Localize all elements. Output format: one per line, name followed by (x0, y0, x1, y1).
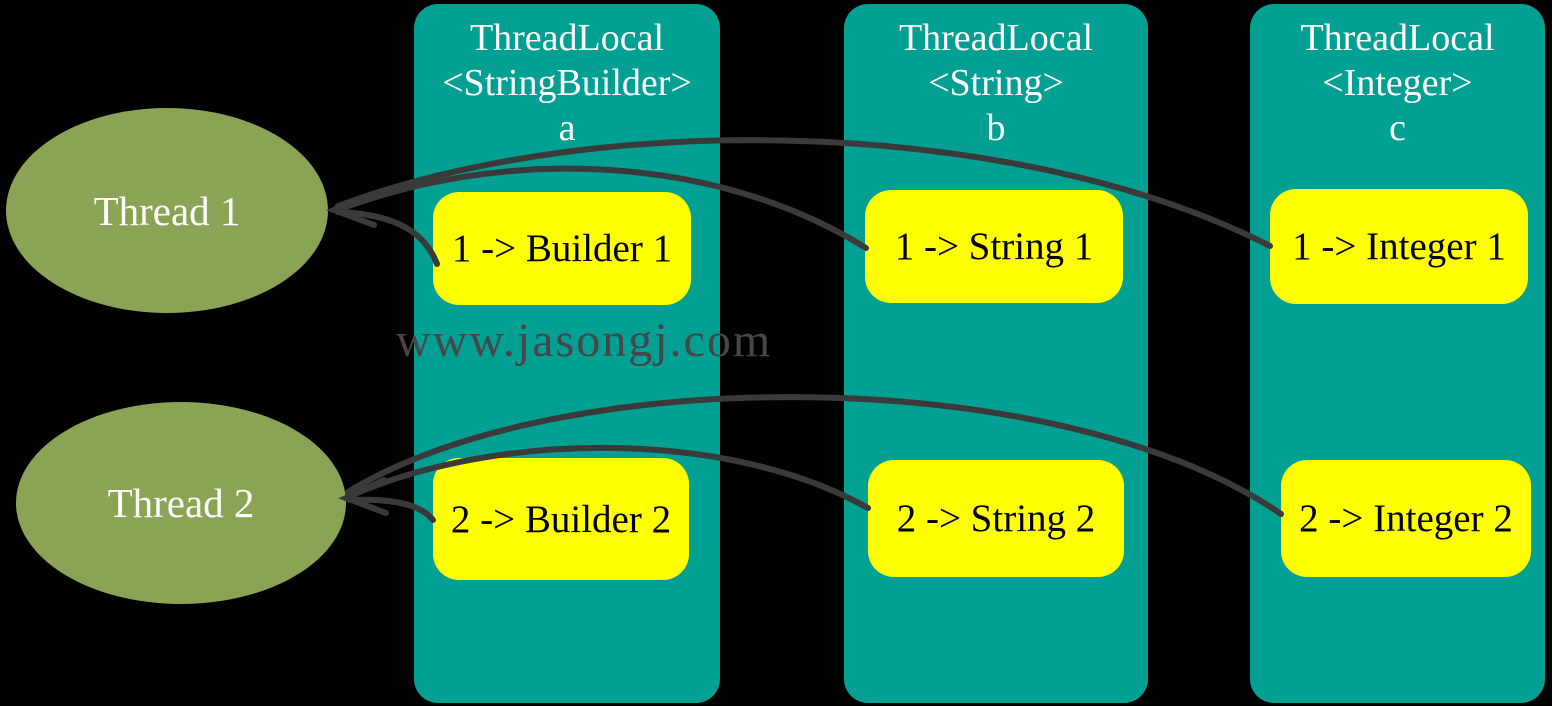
entry-string-1-label: 1 -> String 1 (894, 225, 1094, 268)
entry-string-2-label: 2 -> String 2 (896, 497, 1096, 540)
column-a-title: ThreadLocal <StringBuilder> a (414, 16, 720, 151)
threadlocal-column-a: ThreadLocal <StringBuilder> a (414, 4, 720, 703)
entry-box-builder-2: 2 -> Builder 2 (433, 458, 689, 580)
threadlocal-column-b: ThreadLocal <String> b (844, 4, 1148, 703)
entry-integer-2-label: 2 -> Integer 2 (1299, 497, 1513, 540)
thread-1-label: Thread 1 (93, 187, 241, 234)
entry-box-string-2: 2 -> String 2 (868, 460, 1124, 577)
column-c-title-line2: <Integer> (1322, 62, 1473, 104)
column-b-title-line1: ThreadLocal (898, 17, 1094, 59)
entry-builder-2-label: 2 -> Builder 2 (450, 497, 672, 541)
thread-2-label: Thread 2 (107, 480, 255, 526)
column-b-title-line3: b (986, 107, 1006, 149)
entry-box-integer-2: 2 -> Integer 2 (1281, 460, 1531, 577)
thread-2-ellipse: Thread 2 (16, 402, 346, 604)
column-a-title-line2: <StringBuilder> (442, 62, 692, 104)
watermark-text: www.jasongj.com (396, 314, 773, 367)
column-a-title-line1: ThreadLocal (469, 17, 665, 59)
threadlocal-column-c: ThreadLocal <Integer> c (1250, 4, 1545, 703)
entry-box-string-1: 1 -> String 1 (865, 190, 1123, 303)
entry-integer-1-label: 1 -> Integer 1 (1292, 225, 1506, 268)
entry-box-integer-1: 1 -> Integer 1 (1270, 189, 1528, 304)
entry-box-builder-1: 1 -> Builder 1 (433, 192, 691, 305)
column-b-title-line2: <String> (928, 62, 1064, 104)
arrowhead-thread1-icon (325, 191, 377, 228)
entry-builder-1-label: 1 -> Builder 1 (451, 227, 673, 270)
column-a-title-line3: a (558, 107, 576, 149)
thread-1-ellipse: Thread 1 (6, 108, 328, 313)
column-c-title-line3: c (1389, 107, 1406, 149)
column-b-title: ThreadLocal <String> b (844, 16, 1148, 151)
column-c-title: ThreadLocal <Integer> c (1250, 16, 1545, 151)
column-c-title-line1: ThreadLocal (1300, 17, 1495, 59)
arrowhead-thread2-icon (338, 477, 389, 516)
